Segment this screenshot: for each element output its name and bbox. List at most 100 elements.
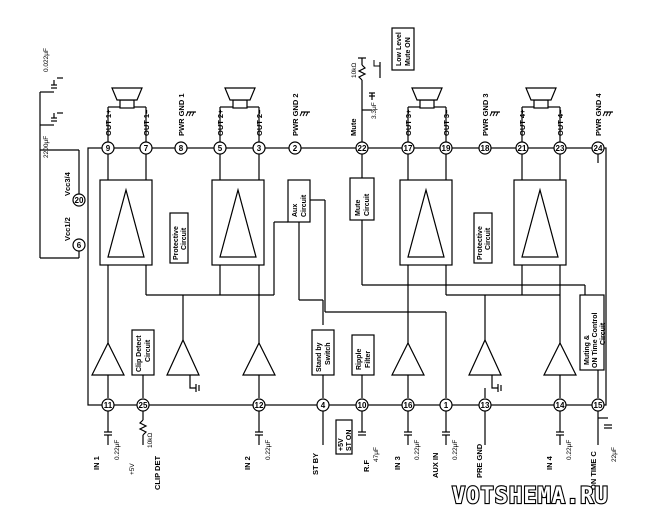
amp-2-triangle <box>219 187 257 258</box>
pin-10-label: R.F <box>362 460 371 473</box>
watermark: VOTSHEMA.RU <box>452 484 609 509</box>
low-level-mute-box <box>391 27 415 71</box>
ground-icon <box>185 111 613 117</box>
pin-18-num: 18 <box>481 144 490 153</box>
low-level-mute-label-1: Low Level <box>396 32 403 66</box>
pin-25-label: CLIP DET <box>153 456 162 490</box>
power-amp-3 <box>399 179 453 266</box>
mute-external-network <box>357 57 381 142</box>
aux-circuit-label-1: Aux <box>292 204 299 217</box>
mute-cap-label: 3.3μF <box>371 102 378 119</box>
speaker-4-icon <box>521 87 561 142</box>
bottom-external-network <box>104 411 612 455</box>
clip-5v-label: +5V <box>129 463 136 475</box>
pin-5-num: 5 <box>218 144 223 153</box>
vcc-external-network <box>39 77 80 259</box>
aux-circuit-label-2: Circuit <box>301 194 308 217</box>
clip-detect-label-2: Circuit <box>145 339 152 362</box>
protective-circuit-2-label-2: Circuit <box>485 227 492 250</box>
pin-16-label: IN 3 <box>393 456 402 470</box>
pin-20-num: 20 <box>75 196 84 205</box>
protective-circuit-1-label-2: Circuit <box>181 227 188 250</box>
cap-in2-label: 0.22μF <box>265 440 272 460</box>
preamp-3 <box>391 341 425 376</box>
pin-17-num: 17 <box>404 144 413 153</box>
pin-22-num: 22 <box>358 144 367 153</box>
power-amp-2 <box>211 179 265 266</box>
st-on-label: ST ON <box>346 430 353 451</box>
pin-13-label: PRE GND <box>475 443 484 478</box>
cap-in4-label: 0.22μF <box>566 440 573 460</box>
protective-circuit-1 <box>169 212 189 264</box>
clip-detect-label-1: Clip Detect <box>136 335 143 372</box>
low-level-mute-label-2: Mute ON <box>405 37 412 66</box>
pin-7-num: 7 <box>144 144 149 153</box>
pin-2-num: 2 <box>293 144 298 153</box>
mute-resistor-label: 10kΩ <box>351 63 358 78</box>
cap-0022-label: 0.022μF <box>43 48 50 72</box>
pin-12-label: IN 2 <box>243 456 252 470</box>
amp-1-triangle <box>107 187 145 258</box>
pin-19-num: 19 <box>442 144 451 153</box>
ground-icon <box>189 375 502 392</box>
pin-18 <box>478 141 492 155</box>
pin-6-label: Vcc1/2 <box>63 217 72 241</box>
preamp-4 <box>543 341 577 376</box>
pin-11-label: IN 1 <box>92 456 101 470</box>
pin-2 <box>288 141 302 155</box>
pin-12-num: 12 <box>255 401 264 410</box>
muting-label-3: Circuit <box>600 322 607 345</box>
speaker-1-icon <box>107 87 147 142</box>
cap-aux-label: 0.22μF <box>452 440 459 460</box>
mute-circuit <box>349 177 375 221</box>
ripple-label-1: Ripple <box>356 349 363 370</box>
power-amp-1 <box>99 179 153 266</box>
pin-24-num: 24 <box>594 144 603 153</box>
pin-15-num: 15 <box>594 401 603 410</box>
pin-18-label: PWR GND 3 <box>481 93 490 136</box>
preamp-1 <box>91 341 125 376</box>
cap-in3-label: 0.22μF <box>414 440 421 460</box>
pin-4-label: ST BY <box>311 453 320 475</box>
muting-on-time-control <box>579 294 605 371</box>
stby-5v-label: +5V <box>338 438 345 451</box>
pin-8 <box>174 141 188 155</box>
pin-9-num: 9 <box>106 144 111 153</box>
speaker-2-icon <box>219 87 260 142</box>
pin-13-num: 13 <box>481 401 490 410</box>
standby-label-1: Stand by <box>316 342 323 372</box>
cap-in1-label: 0.22μF <box>114 440 121 460</box>
pin-21-num: 21 <box>518 144 527 153</box>
clip-resistor-label: 10kΩ <box>147 433 154 448</box>
pin-20-label: Vcc3/4 <box>63 171 72 196</box>
internal-wiring <box>107 199 586 398</box>
pin-1-num: 1 <box>444 401 449 410</box>
pin-25-num: 25 <box>139 401 148 410</box>
pin-2-label: PWR GND 2 <box>291 93 300 136</box>
pin-16-num: 16 <box>404 401 413 410</box>
cap-2200-label: 2200μF <box>43 136 50 158</box>
bottom-wiring <box>107 154 599 398</box>
pin-3-num: 3 <box>257 144 262 153</box>
pin-10-num: 10 <box>358 401 367 410</box>
speaker-3-icon <box>407 87 447 142</box>
preamp-clip <box>166 338 200 376</box>
ripple-filter <box>351 334 375 376</box>
muting-label-2: ON Time Control <box>592 312 599 368</box>
amp-3-triangle <box>407 187 445 258</box>
preamp-2 <box>242 341 276 376</box>
ic-outline <box>87 147 607 406</box>
pin-14-num: 14 <box>556 401 565 410</box>
mute-circuit-label-2: Circuit <box>364 193 371 216</box>
pin-15-label: ON TIME C <box>589 451 598 490</box>
cap-on-label: 22μF <box>611 447 618 462</box>
pin-22-label: Mute <box>349 119 358 137</box>
preamp-mid <box>468 338 502 376</box>
pin-8-num: 8 <box>179 144 184 153</box>
pin-14-label: IN 4 <box>545 455 554 470</box>
pin-1-label: AUX IN <box>431 453 440 478</box>
mute-circuit-label-1: Mute <box>355 200 362 216</box>
pin-4-num: 4 <box>321 401 326 410</box>
